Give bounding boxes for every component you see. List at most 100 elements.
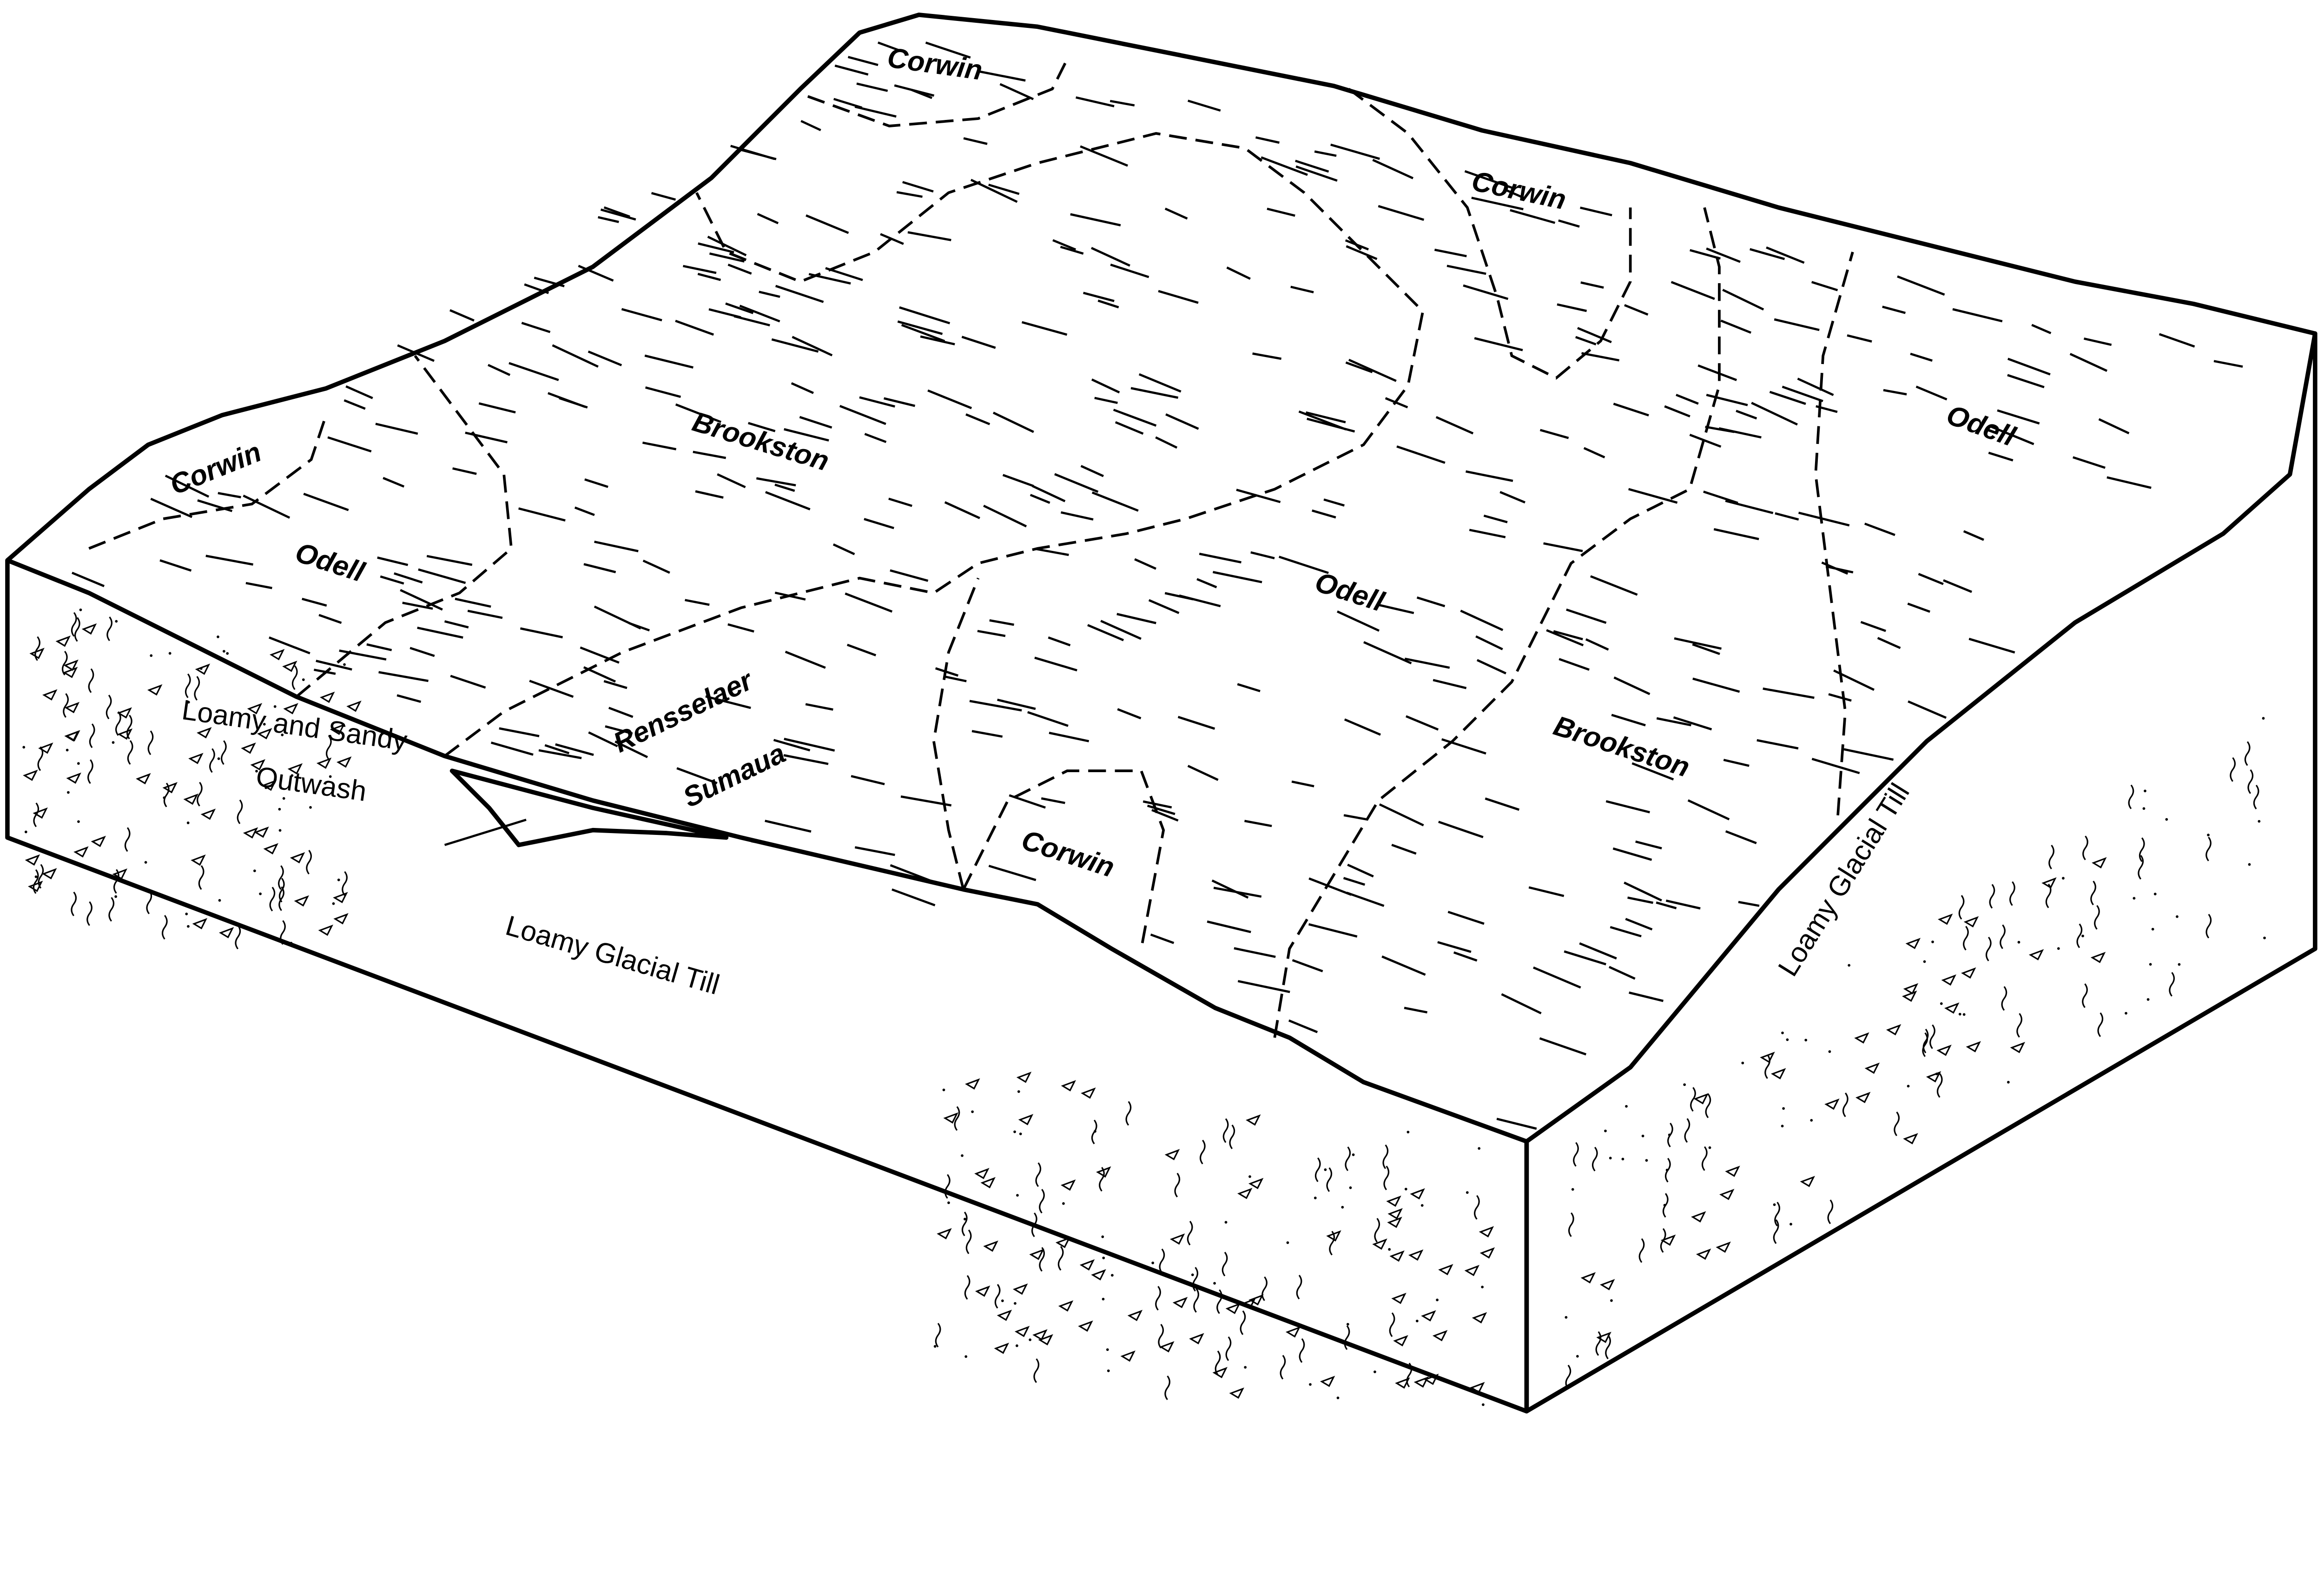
surface-stroke [685,599,710,606]
surface-stroke [1237,683,1261,693]
surface-stroke [518,507,566,522]
till-texture-mark [1926,1071,1941,1083]
till-texture-mark [1240,1310,1246,1335]
surface-stroke [394,572,423,584]
surface-stroke [598,216,619,223]
till-texture-mark [2247,769,2254,794]
surface-stroke [2073,456,2106,469]
surface-stroke [2031,324,2052,334]
surface-stroke [1061,511,1094,521]
till-texture-mark [2139,837,2145,862]
surface-stroke [1907,602,1930,613]
till-texture-mark [2001,986,2007,1011]
till-texture-mark [24,830,27,834]
surface-stroke [1453,951,1478,962]
till-texture-mark [1016,1344,1018,1347]
surface-stroke [894,84,935,97]
surface-stroke [396,694,422,703]
front-face [5,558,1529,1414]
till-texture-mark [195,663,211,675]
till-texture-mark [1941,974,1956,986]
till-texture-mark [1940,1002,1943,1005]
till-texture-mark [309,806,312,809]
till-texture-mark [1222,1118,1229,1143]
outwash-pointer [444,819,527,846]
till-texture-mark [217,635,219,638]
till-texture-mark [1827,1199,1834,1224]
surface-stroke [1629,991,1664,1002]
till-texture-mark [1894,1112,1900,1136]
surface-stroke [1147,804,1175,815]
till-texture-mark [1216,1289,1222,1314]
surface-stroke [1196,578,1217,589]
till-texture-mark [1391,1292,1406,1304]
surface-stroke [969,700,1022,712]
surface-stroke [302,597,327,607]
surface-stroke [983,504,1027,528]
till-texture-mark [329,775,332,778]
till-texture-mark [1016,1072,1032,1083]
till-texture-mark [2165,818,2168,821]
surface-stroke [1199,552,1241,564]
till-texture-mark [127,740,133,765]
till-texture-mark [150,654,153,657]
surface-stroke [72,571,105,588]
surface-stroke [488,364,511,376]
till-texture-mark [954,1106,960,1131]
surface-stroke [1605,800,1651,814]
surface-stroke [603,680,627,689]
surface-stroke [1877,637,1901,649]
surface-stroke [1087,624,1124,642]
till-texture-mark [1225,1336,1232,1361]
surface-stroke [1213,571,1262,583]
surface-stroke [449,309,475,322]
surface-stroke [1763,687,1815,699]
till-texture-mark [254,826,269,838]
surface-stroke [314,668,336,675]
surface-stroke [621,308,662,322]
till-texture-mark [1261,1276,1268,1301]
surface-stroke [697,272,721,281]
till-texture-mark [1014,1302,1017,1305]
surface-stroke [1483,514,1508,523]
soil-label-brookston: Brookston [689,405,833,477]
surface-stroke [1279,556,1329,574]
surface-stroke [675,319,714,336]
surface-stroke [784,428,829,442]
surface-stroke [520,627,563,639]
surface-stroke [644,354,694,369]
till-texture-mark [226,652,229,655]
surface-stroke [961,336,996,349]
surface-stroke [1052,239,1076,251]
till-texture-mark [1683,1083,1686,1086]
till-texture-mark [2092,857,2107,869]
till-texture-mark [1057,1246,1064,1271]
till-label-front: Loamy Glacial Till [502,909,723,1000]
till-texture-mark [1684,1118,1690,1143]
till-texture-mark [1309,1383,1312,1386]
surface-stroke [899,306,951,324]
surface-stroke [574,506,595,516]
surface-stroke [944,675,967,682]
surface-stroke [1580,206,1612,217]
till-texture-mark [1395,1377,1410,1389]
surface-stroke [676,767,718,784]
till-texture-mark [1061,1179,1076,1191]
surface-stroke [1705,425,1735,433]
till-texture-mark [269,887,276,912]
till-texture-mark [2094,905,2100,930]
till-texture-mark [1187,1221,1193,1245]
till-texture-mark [942,1088,945,1092]
surface-stroke [1094,397,1118,404]
till-texture-mark [1406,1363,1413,1388]
till-texture-mark [2017,940,2020,944]
till-texture [22,608,2266,1406]
surface-stroke [1725,500,1774,514]
till-texture-mark [287,763,303,775]
right-face [1524,331,2317,1414]
surface-stroke [707,236,747,257]
surface-stroke [1406,715,1439,731]
surface-stroke [1307,417,1355,433]
till-texture-mark [71,891,77,916]
till-texture-mark [1708,1146,1711,1149]
